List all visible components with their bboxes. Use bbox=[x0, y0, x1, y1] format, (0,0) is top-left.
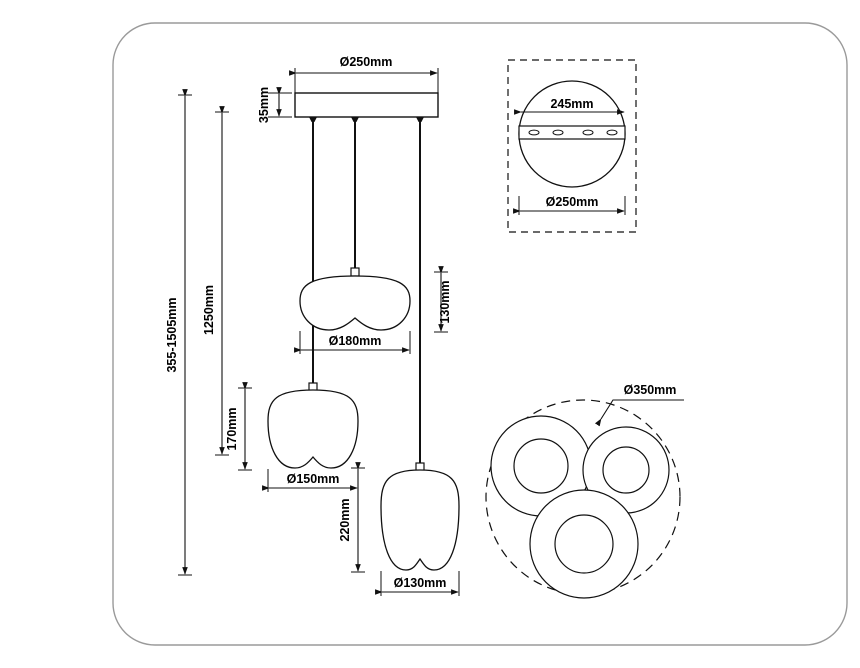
mounting-bracket bbox=[518, 125, 626, 140]
plate-diameter-dimension: Ø250mm bbox=[513, 195, 626, 215]
canopy-thickness-label: 35mm bbox=[257, 87, 271, 123]
plan-shade-ring-1 bbox=[490, 415, 592, 517]
page-frame bbox=[112, 22, 848, 646]
shade-b-diameter-label: Ø150mm bbox=[287, 472, 340, 486]
shade-a-height-dimension: 130mm bbox=[434, 266, 452, 333]
plan-spread-dimension: Ø350mm bbox=[594, 383, 684, 427]
shade-c-diameter-dimension: Ø130mm bbox=[375, 571, 460, 596]
canopy-bar bbox=[294, 92, 439, 118]
canopy-plate-detail-view: 245mm Ø250mm bbox=[507, 59, 637, 233]
shade-c-height-dimension: 220mm bbox=[338, 462, 365, 573]
canopy-diameter-label: Ø250mm bbox=[340, 55, 393, 69]
plan-shade-ring-3 bbox=[529, 489, 639, 599]
bracket-slot bbox=[552, 129, 564, 136]
canopy-thickness-dimension: 35mm bbox=[257, 87, 292, 123]
shade-a bbox=[299, 275, 411, 331]
plan-spread-label: Ø350mm bbox=[624, 383, 677, 397]
bracket-span-label: 245mm bbox=[550, 97, 593, 111]
suspension-cable-3 bbox=[415, 117, 425, 472]
plan-shade-ring-2 bbox=[582, 426, 670, 514]
shade-b-diameter-dimension: Ø150mm bbox=[262, 469, 359, 492]
shade-a-diameter-label: Ø180mm bbox=[329, 334, 382, 348]
cable-length-label: 1250mm bbox=[202, 285, 216, 335]
plate-diameter-label: Ø250mm bbox=[546, 195, 599, 209]
overall-drop-dimension: 355-1505mm bbox=[165, 89, 192, 576]
bracket-span-dimension: 245mm bbox=[514, 97, 625, 115]
canopy-diameter-dimension: Ø250mm bbox=[289, 55, 439, 93]
bottom-plan-view: Ø350mm bbox=[485, 383, 684, 599]
bracket-slot bbox=[528, 129, 540, 136]
detail-dashed-box bbox=[507, 59, 637, 233]
front-elevation-view: Ø250mm 35mm bbox=[165, 55, 460, 596]
shade-c-height-label: 220mm bbox=[338, 498, 352, 541]
shade-c-diameter-label: Ø130mm bbox=[394, 576, 447, 590]
shade-c bbox=[380, 469, 460, 571]
shade-b bbox=[267, 389, 359, 469]
bracket-slot bbox=[606, 129, 618, 136]
cable-length-dimension: 1250mm bbox=[202, 106, 229, 456]
shade-b-height-label: 170mm bbox=[225, 407, 239, 450]
overall-drop-label: 355-1505mm bbox=[165, 297, 179, 372]
suspension-cable-2 bbox=[350, 117, 360, 277]
shade-b-height-dimension: 170mm bbox=[225, 382, 252, 471]
shade-a-height-label: 130mm bbox=[438, 280, 452, 323]
shade-a-diameter-dimension: Ø180mm bbox=[294, 331, 411, 354]
bracket-slot bbox=[582, 129, 594, 136]
